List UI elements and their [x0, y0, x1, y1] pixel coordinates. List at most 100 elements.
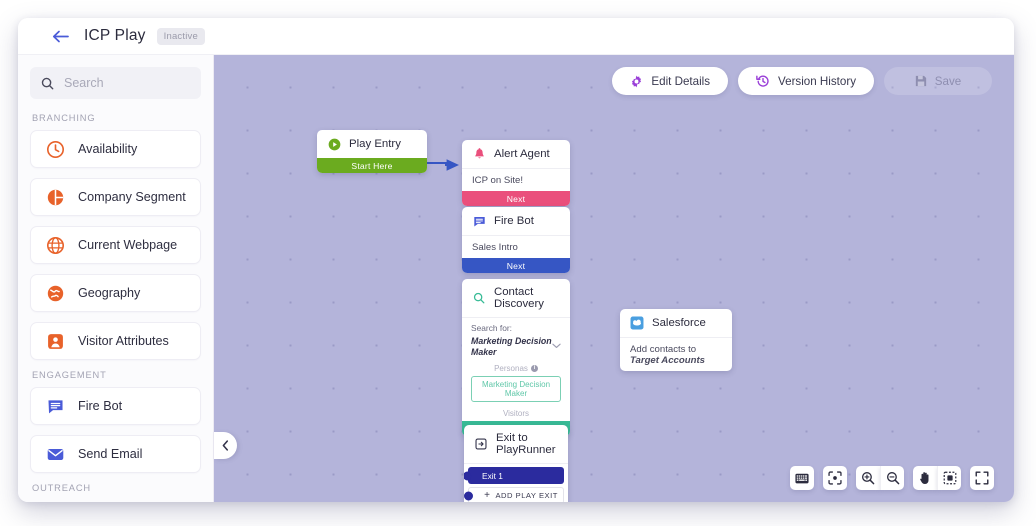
focus-button[interactable] [823, 466, 847, 490]
edit-details-button[interactable]: Edit Details [612, 67, 729, 95]
sidebar-group-label-engagement: ENGAGEMENT [32, 370, 107, 380]
chat-icon [472, 214, 486, 228]
sidebar-item-availability[interactable]: Availability [30, 130, 201, 168]
search-for-label: Search for: [471, 323, 512, 333]
sidebar: BRANCHING Availability [18, 55, 214, 502]
personas-label: Personas i [462, 361, 570, 376]
persona-select-value: Marketing Decision Maker [471, 336, 552, 358]
persona-select[interactable]: Marketing Decision Maker [462, 335, 570, 361]
exit-1-row[interactable]: Exit 1 [464, 467, 564, 484]
sidebar-item-label: Availability [78, 142, 138, 156]
app-header: ICP Play Inactive [18, 18, 1014, 55]
node-title: Alert Agent [494, 148, 550, 160]
sidebar-collapse-button[interactable] [214, 432, 237, 459]
add-play-exit-button[interactable]: + ADD PLAY EXIT [464, 487, 564, 502]
search-icon [472, 291, 486, 305]
sidebar-item-label: Visitor Attributes [78, 334, 169, 348]
exit-icon [474, 437, 488, 451]
node-contact-discovery[interactable]: Contact Discovery Search for: Marketing … [462, 279, 570, 436]
node-subtitle: ICP on Site! [472, 175, 524, 186]
search-input[interactable] [64, 76, 190, 90]
node-fire-bot[interactable]: Fire Bot Sales Intro Next [462, 207, 570, 273]
envelope-icon [45, 444, 65, 464]
sidebar-item-company-segment[interactable]: Company Segment [30, 178, 201, 216]
node-header: Fire Bot [462, 207, 570, 235]
pie-icon [45, 187, 65, 207]
next-button[interactable]: Next [462, 191, 570, 206]
status-badge: Inactive [156, 27, 205, 45]
clock-icon [45, 139, 65, 159]
world-icon [45, 283, 65, 303]
arrow-left-icon[interactable] [51, 27, 69, 45]
node-title: Salesforce [652, 317, 706, 329]
plus-icon: + [484, 489, 491, 501]
zoom-out-button[interactable] [880, 466, 904, 490]
sidebar-item-visitor-attributes[interactable]: Visitor Attributes [30, 322, 201, 360]
edit-details-label: Edit Details [651, 74, 711, 88]
salesforce-line2: Target Accounts [630, 355, 705, 366]
marquee-select-button[interactable] [937, 466, 961, 490]
add-play-exit-label: ADD PLAY EXIT [495, 491, 558, 500]
next-button[interactable]: Next [462, 258, 570, 273]
sidebar-item-send-email[interactable]: Send Email [30, 435, 201, 473]
node-header: Salesforce [620, 309, 732, 337]
node-play-entry[interactable]: Play Entry Start Here [317, 130, 427, 173]
flow-canvas[interactable]: Edit Details Version History [214, 55, 1014, 502]
sidebar-item-label: Current Webpage [78, 238, 178, 252]
salesforce-cloud-icon [630, 316, 644, 330]
pan-tool-button[interactable] [913, 466, 937, 490]
zoom-in-button[interactable] [856, 466, 880, 490]
sidebar-item-label: Fire Bot [78, 399, 123, 413]
node-alert-agent[interactable]: Alert Agent ICP on Site! Next [462, 140, 570, 206]
sidebar-item-label: Send Email [78, 447, 143, 461]
node-subtitle: Sales Intro [472, 242, 518, 253]
node-header: Exit to PlayRunner [464, 425, 568, 463]
save-icon [915, 75, 927, 87]
zoom-button-group [856, 466, 904, 490]
sidebar-item-geography[interactable]: Geography [30, 274, 201, 312]
version-history-button[interactable]: Version History [738, 67, 874, 95]
canvas-toolbar: Edit Details Version History [612, 67, 992, 95]
save-button[interactable]: Save [884, 67, 992, 95]
app-body: BRANCHING Availability [18, 55, 1014, 502]
keyboard-shortcuts-button[interactable] [790, 466, 814, 490]
person-icon [45, 331, 65, 351]
add-port-dot[interactable] [464, 491, 473, 500]
search-box[interactable] [30, 67, 201, 99]
node-exit-to-playrunner[interactable]: Exit to PlayRunner Exit 1 + ADD PLAY EXI… [464, 425, 568, 502]
node-header: Contact Discovery [462, 279, 570, 317]
version-history-label: Version History [778, 74, 856, 88]
save-label: Save [934, 74, 962, 88]
sidebar-item-label: Company Segment [78, 190, 186, 204]
history-icon [756, 74, 770, 88]
exit-port-dot[interactable] [464, 471, 472, 480]
sidebar-item-fire-bot[interactable]: Fire Bot [30, 387, 201, 425]
play-circle-icon [327, 137, 341, 151]
fullscreen-button[interactable] [970, 466, 994, 490]
divider [620, 337, 732, 338]
tool-mode-group [913, 466, 961, 490]
node-title: Contact Discovery [494, 286, 545, 310]
persona-chip-row: Marketing Decision Maker [462, 375, 570, 406]
exit-1-label: Exit 1 [482, 470, 503, 481]
globe-icon [45, 235, 65, 255]
node-salesforce[interactable]: Salesforce Add contacts to Target Accoun… [620, 309, 732, 371]
divider [462, 168, 570, 169]
visitors-label: Visitors [502, 408, 530, 418]
node-header: Play Entry [317, 130, 427, 158]
app-window: ICP Play Inactive BRANCHING [18, 18, 1014, 502]
node-title: Exit to PlayRunner [496, 432, 556, 456]
node-body: Add contacts to Target Accounts [620, 338, 732, 371]
info-icon[interactable]: i [530, 364, 538, 372]
page-title: ICP Play [84, 27, 146, 44]
sidebar-item-label: Geography [78, 286, 141, 300]
sidebar-item-current-webpage[interactable]: Current Webpage [30, 226, 201, 264]
gear-icon [630, 75, 643, 88]
divider [464, 463, 568, 464]
node-header: Alert Agent [462, 140, 570, 168]
sidebar-group-label-branching: BRANCHING [32, 113, 96, 123]
persona-chip[interactable]: Marketing Decision Maker [471, 375, 561, 402]
start-here-button[interactable]: Start Here [317, 158, 427, 173]
node-title: Play Entry [349, 138, 401, 150]
sidebar-group-label-outreach: OUTREACH [32, 483, 91, 493]
